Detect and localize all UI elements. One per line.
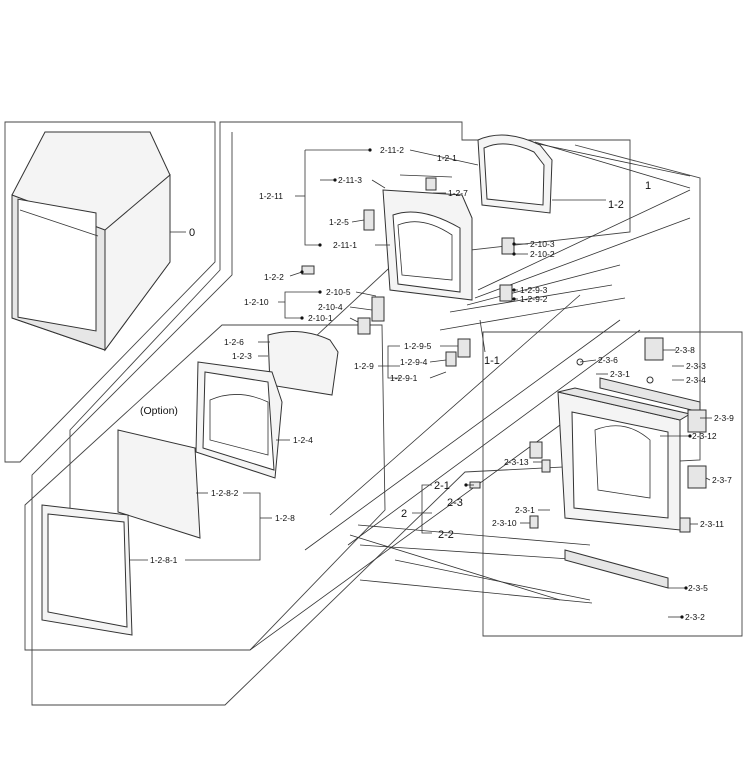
callout-2-3-2: 2-3-2 bbox=[685, 612, 705, 622]
callout-1-2-2: 1-2-2 bbox=[264, 272, 284, 282]
inner-door-parts bbox=[41, 331, 339, 636]
callout-1-2-5: 1-2-5 bbox=[329, 217, 349, 227]
callout-2-3-5: 2-3-5 bbox=[688, 583, 708, 593]
callout-2-3-7: 2-3-7 bbox=[712, 475, 732, 485]
outer-door-parts bbox=[469, 337, 707, 589]
callout-2-3-10: 2-3-10 bbox=[492, 518, 517, 528]
callout-1-2-4: 1-2-4 bbox=[293, 435, 313, 445]
leader-lines bbox=[130, 149, 712, 618]
callout-2-3-12: 2-3-12 bbox=[692, 431, 717, 441]
callout-1-2-9-2: 1-2-9-2 bbox=[520, 294, 548, 304]
callout-1-2-9-3: 1-2-9-3 bbox=[520, 285, 548, 295]
callout-2-3-11: 2-3-11 bbox=[700, 519, 724, 529]
group-boundaries bbox=[4, 121, 743, 706]
door-frame-top bbox=[382, 189, 473, 301]
callout-1-2-8: 1-2-8 bbox=[275, 513, 295, 523]
callout-2-3-1-mid: 2-3-1 bbox=[515, 505, 535, 515]
callout-1-2-8-1: 1-2-8-1 bbox=[150, 555, 178, 565]
dryer-cabinet-assembly bbox=[11, 131, 171, 352]
callout-0: 0 bbox=[189, 227, 195, 239]
callout-2-3-8: 2-3-8 bbox=[675, 345, 695, 355]
callout-2-11-1: 2-11-1 bbox=[333, 240, 357, 250]
callout-2-3-3: 2-3-3 bbox=[686, 361, 706, 371]
callout-2-10-1: 2-10-1 bbox=[308, 313, 333, 323]
callout-2-3-1-top: 2-3-1 bbox=[610, 369, 630, 379]
callout-2-10-3: 2-10-3 bbox=[530, 239, 555, 249]
callout-2-3: 2-3 bbox=[447, 497, 463, 509]
door-gasket-top bbox=[477, 134, 553, 214]
callout-2-3-6: 2-3-6 bbox=[598, 355, 618, 365]
callout-2-11-2: 2-11-2 bbox=[380, 145, 404, 155]
callout-2-3-9: 2-3-9 bbox=[714, 413, 734, 423]
callout-2-10-5: 2-10-5 bbox=[326, 287, 351, 297]
callout-2-11-3: 2-11-3 bbox=[338, 175, 362, 185]
callout-1-2: 1-2 bbox=[608, 199, 624, 211]
callout-1-2-3: 1-2-3 bbox=[232, 351, 252, 361]
leader-dots bbox=[300, 148, 692, 619]
callout-labels: 0 1 1-2 1-1 2-11-2 1-2-1 2-11-3 1-2-7 1-… bbox=[140, 145, 734, 622]
callout-1-2-9: 1-2-9 bbox=[354, 361, 374, 371]
callout-1-2-6: 1-2-6 bbox=[224, 337, 244, 347]
callout-1-2-9-1: 1-2-9-1 bbox=[390, 373, 418, 383]
callout-1-2-9-4: 1-2-9-4 bbox=[400, 357, 428, 367]
callout-1-2-11: 1-2-11 bbox=[259, 191, 283, 201]
callout-1-2-9-5: 1-2-9-5 bbox=[404, 341, 432, 351]
callout-2-10-2: 2-10-2 bbox=[530, 249, 555, 259]
hinge-parts bbox=[301, 177, 515, 367]
callout-2-10-4: 2-10-4 bbox=[318, 302, 343, 312]
option-label: (Option) bbox=[140, 405, 178, 417]
callout-1-2-10: 1-2-10 bbox=[244, 297, 269, 307]
callout-1-2-1: 1-2-1 bbox=[437, 153, 457, 163]
callout-2-3-13: 2-3-13 bbox=[504, 457, 529, 467]
callout-2-3-4: 2-3-4 bbox=[686, 375, 706, 385]
callout-2-2: 2-2 bbox=[438, 529, 454, 541]
callout-1-1: 1-1 bbox=[484, 355, 500, 367]
callout-1-2-8-2: 1-2-8-2 bbox=[211, 488, 239, 498]
callout-2: 2 bbox=[401, 508, 407, 520]
callout-2-1: 2-1 bbox=[434, 480, 450, 492]
callout-1: 1 bbox=[645, 180, 651, 192]
callout-1-2-7: 1-2-7 bbox=[448, 188, 468, 198]
